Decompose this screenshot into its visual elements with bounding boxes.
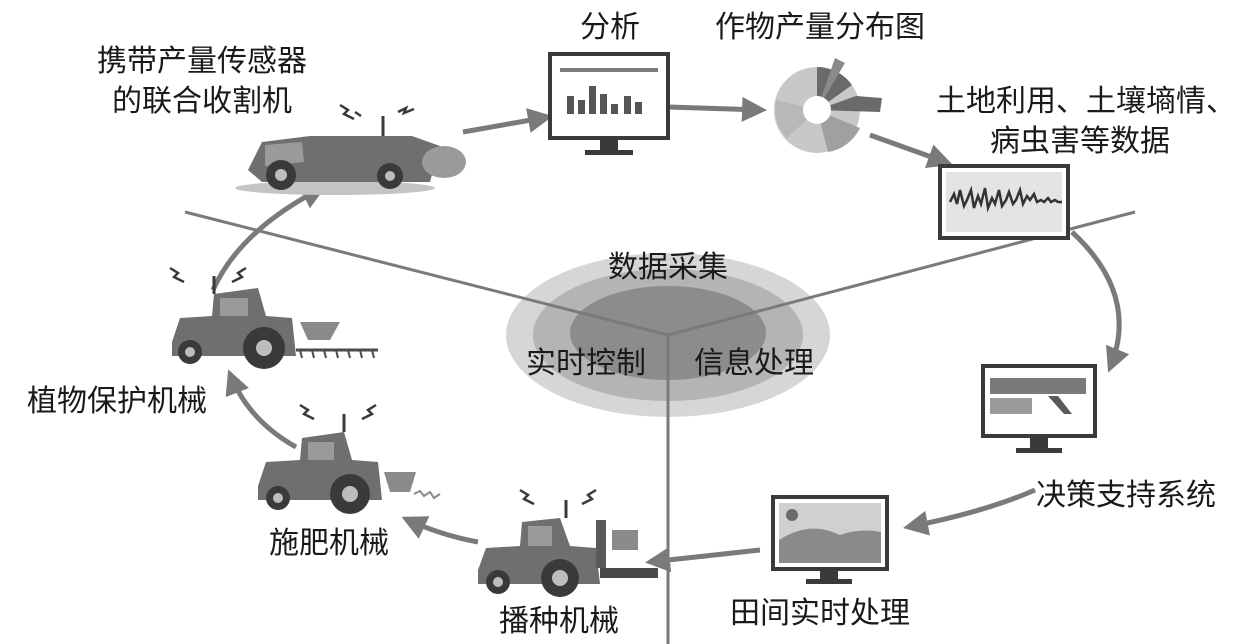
harvester-label-line1: 携带产量传感器 xyxy=(97,44,307,79)
plant-protection-label: 植物保护机械 xyxy=(27,384,207,419)
center-label-info-processing: 信息处理 xyxy=(694,346,814,381)
combine-harvester-icon xyxy=(235,103,466,195)
cycle-arrows xyxy=(210,96,1130,573)
arrow-yieldmap-to-data xyxy=(869,132,953,169)
center-label-realtime-control: 实时控制 xyxy=(526,346,646,381)
arrow-seeding-to-fertilizing xyxy=(401,516,479,545)
arrow-analysis-to-yieldmap xyxy=(667,96,767,122)
monitor-bar-chart-icon xyxy=(548,52,670,155)
arrow-fertilizing-to-protection xyxy=(225,369,298,450)
harvester-label-line2: 的联合收割机 xyxy=(112,84,292,119)
field-processing-label: 田间实时处理 xyxy=(730,596,910,631)
decision-support-label: 决策支持系统 xyxy=(1036,478,1216,513)
fertilizing-tractor-icon xyxy=(258,403,441,514)
arrow-decision-to-field xyxy=(903,487,1037,536)
pie-yield-map-icon xyxy=(774,58,882,153)
analysis-label: 分析 xyxy=(580,10,640,45)
arrow-protection-to-harvester xyxy=(210,185,327,292)
seeding-label: 播种机械 xyxy=(499,604,619,639)
monitor-decision-icon xyxy=(981,364,1097,453)
land-data-label-line2: 病虫害等数据 xyxy=(990,124,1170,159)
seeding-tractor-icon xyxy=(478,488,658,597)
arrow-data-to-decision xyxy=(1070,230,1130,373)
arrow-field-to-seeding xyxy=(645,547,761,573)
land-data-label-line1: 土地利用、土壤墒情、 xyxy=(936,84,1236,119)
monitor-landscape-icon xyxy=(771,495,889,584)
waveform-data-icon xyxy=(938,164,1070,240)
sprayer-tractor-icon xyxy=(169,266,378,369)
center-label-data-collection: 数据采集 xyxy=(608,250,728,285)
yield-map-label: 作物产量分布图 xyxy=(715,10,925,45)
fertilizing-label: 施肥机械 xyxy=(269,526,389,561)
arrow-harvester-to-analysis xyxy=(462,108,553,135)
